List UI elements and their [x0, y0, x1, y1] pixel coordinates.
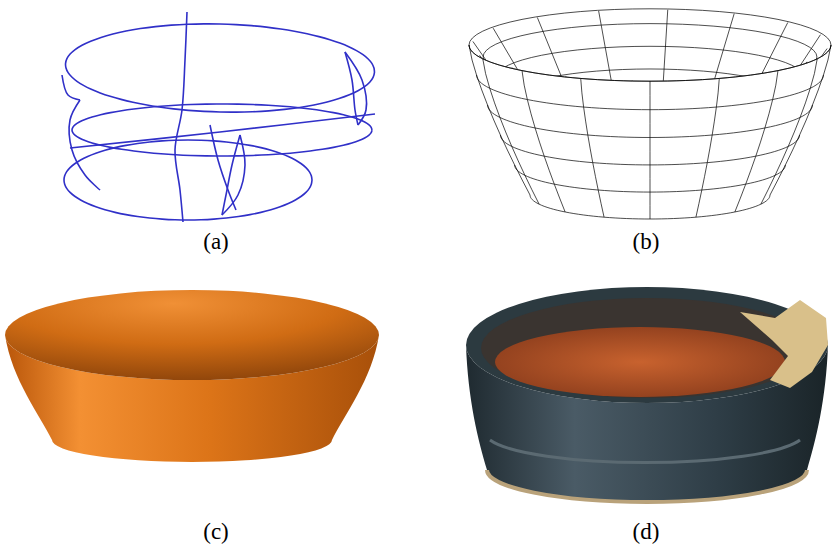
- profile-curve: [64, 140, 312, 220]
- profile-curve: [66, 24, 375, 112]
- profile-curve: [222, 135, 240, 215]
- mesh-line: [483, 59, 539, 204]
- photo-bowl: [466, 287, 828, 502]
- panel-label: (a): [203, 229, 229, 255]
- profile-curve: [62, 75, 80, 100]
- mesh-line: [770, 45, 831, 195]
- bowl-floor: [495, 327, 785, 397]
- profile-curve: [175, 12, 187, 222]
- bowl-base: [487, 470, 807, 502]
- profile-curve: [345, 52, 366, 125]
- profile-curve: [210, 125, 236, 210]
- panel-label: (d): [633, 519, 660, 545]
- shaded-bowl: [5, 290, 379, 462]
- panel-label: (c): [203, 519, 229, 545]
- mesh-line: [735, 71, 778, 212]
- panel-label: (b): [633, 229, 660, 255]
- mesh-line: [469, 45, 831, 81]
- mesh-line: [469, 9, 831, 81]
- mesh-line: [469, 45, 530, 195]
- profile-curve: [345, 52, 358, 125]
- bowl-rim: [466, 287, 828, 403]
- broken-chip: [740, 300, 828, 388]
- profile-curve: [72, 104, 372, 156]
- mesh-bowl: [469, 9, 831, 219]
- curve-network: [62, 12, 375, 222]
- mesh-line: [522, 71, 565, 212]
- bowl-groove: [490, 440, 800, 463]
- mesh-line: [650, 81, 651, 219]
- bowl-wall: [481, 298, 813, 398]
- mesh-line: [581, 78, 604, 217]
- bowl-interior: [5, 290, 379, 380]
- profile-curve: [70, 114, 375, 148]
- mesh-line: [696, 78, 719, 217]
- mesh-line: [761, 59, 817, 204]
